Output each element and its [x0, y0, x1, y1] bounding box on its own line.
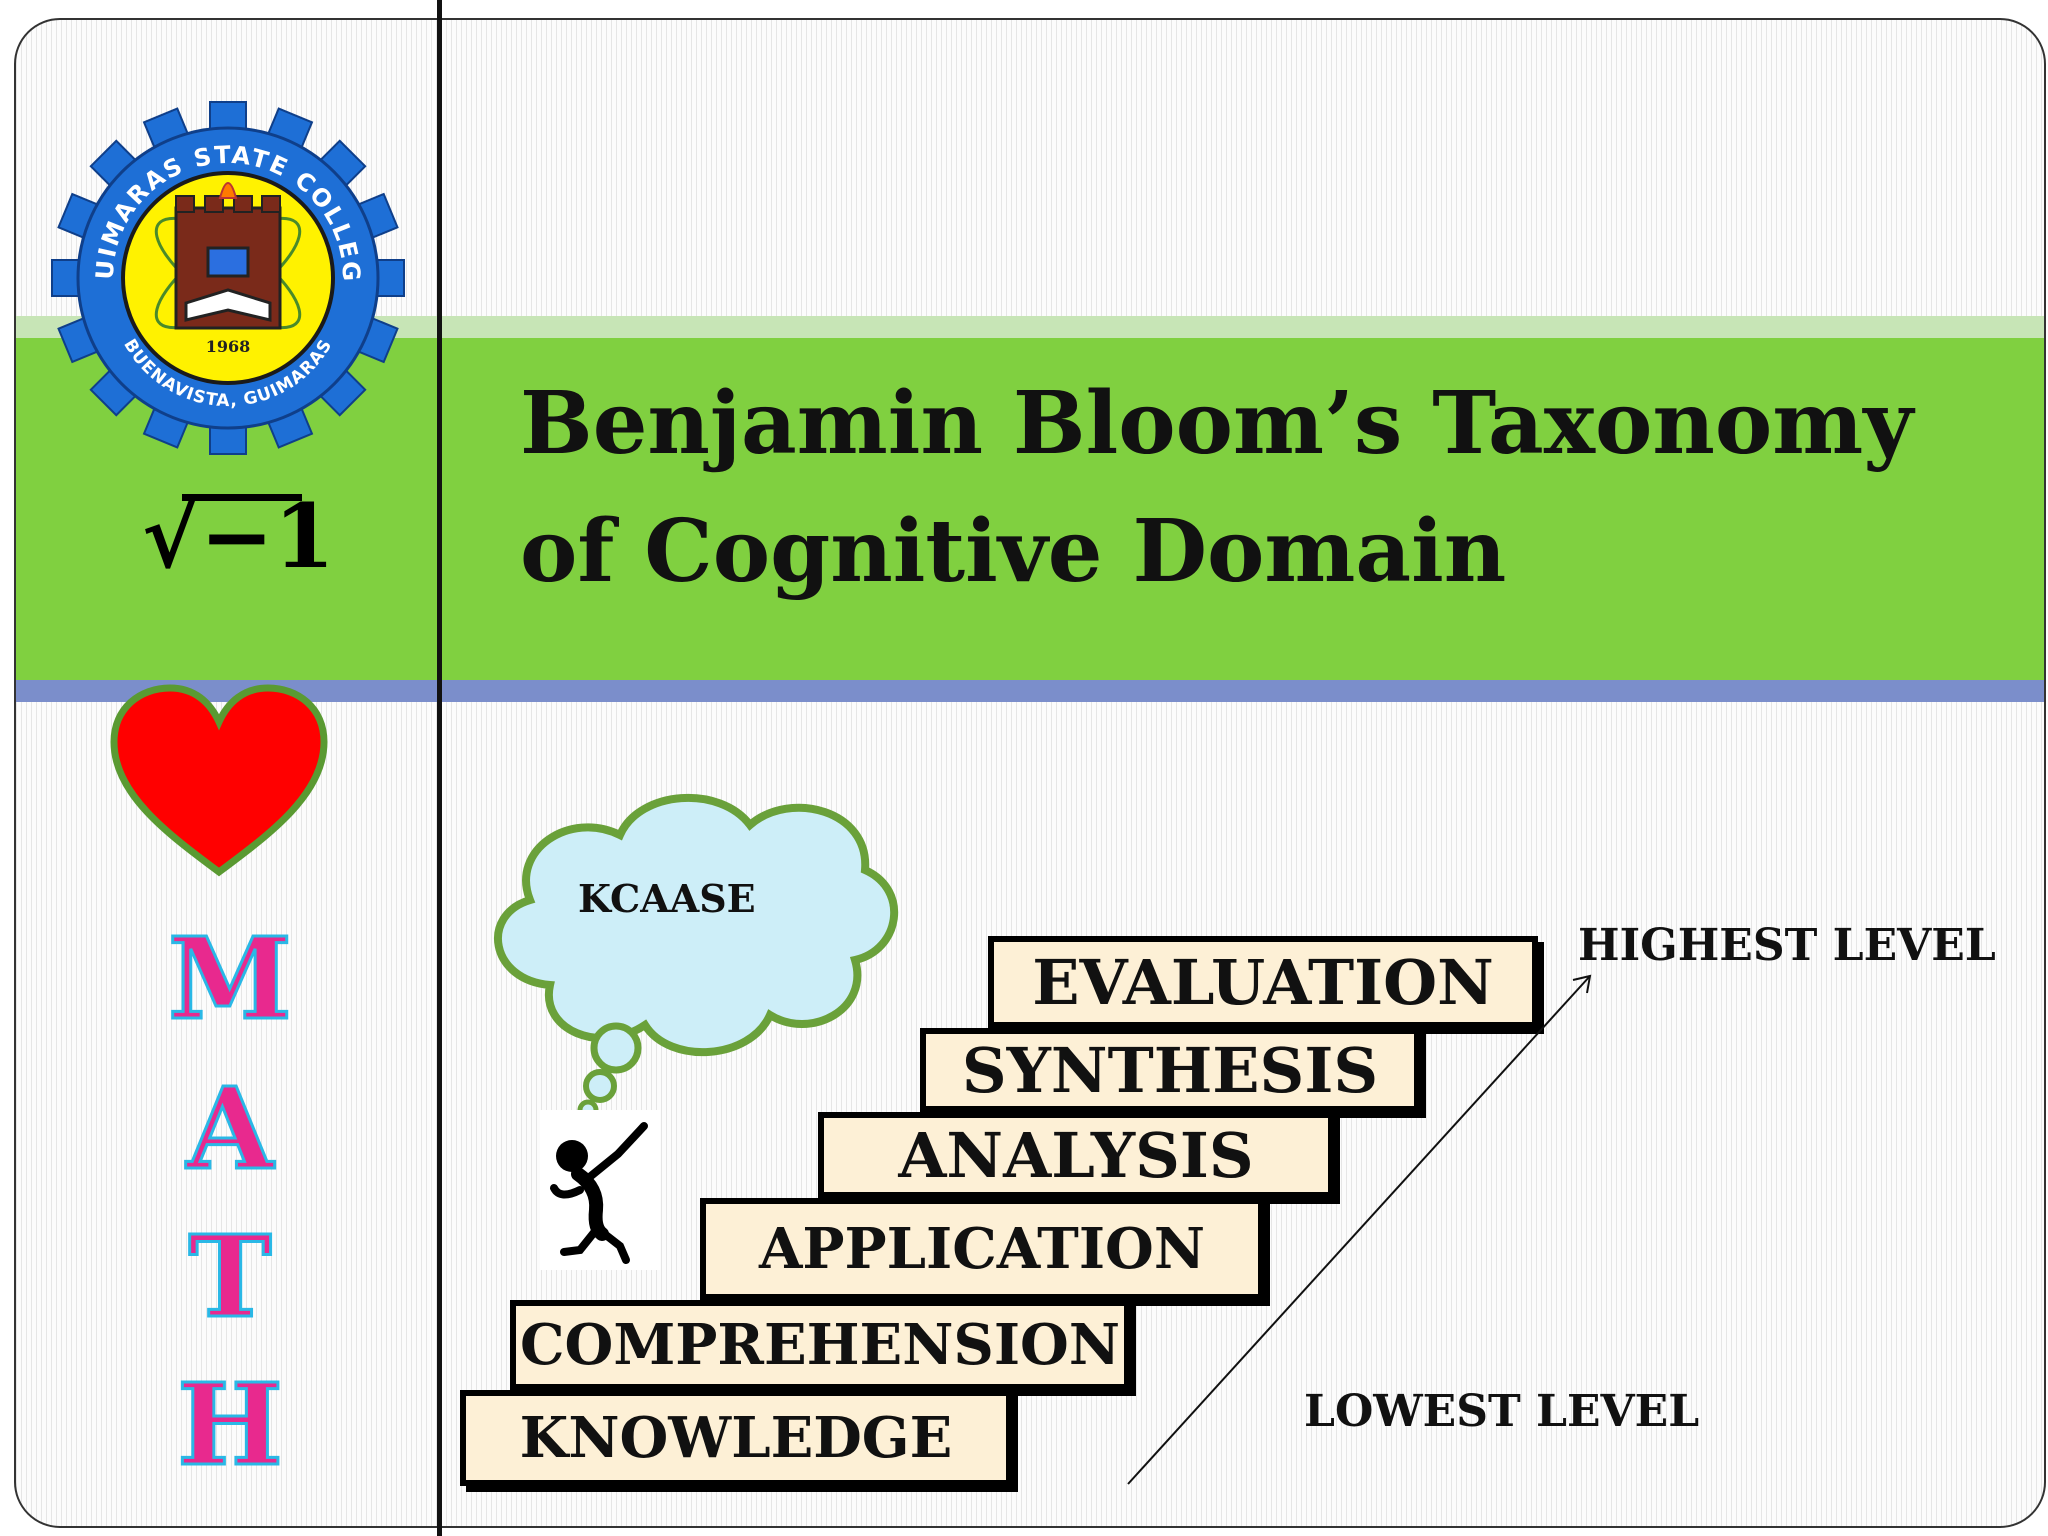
lowest-level-label: LOWEST LEVEL	[1304, 1386, 1700, 1437]
step-knowledge: KNOWLEDGE	[460, 1390, 1012, 1486]
blue-divider-band	[16, 680, 2044, 702]
heart-icon	[110, 684, 328, 877]
math-letter-t: T	[187, 1212, 273, 1343]
light-green-band	[16, 316, 2044, 338]
thought-cloud	[494, 793, 899, 1120]
step-comprehension: COMPREHENSION	[510, 1300, 1130, 1390]
seal-year: 1968	[206, 337, 251, 356]
sqrt-vinculum	[182, 494, 302, 501]
tower-icon	[174, 182, 282, 330]
sqrt-minus-one: √−1	[142, 486, 335, 586]
math-letter-h: H	[176, 1360, 285, 1491]
math-letter-a: A	[185, 1064, 275, 1195]
pointing-stick-figure-icon	[540, 1110, 660, 1270]
step-synthesis: SYNTHESIS	[920, 1028, 1420, 1112]
step-analysis: ANALYSIS	[818, 1112, 1334, 1198]
vertical-divider-line	[437, 0, 442, 1536]
math-letter-m: M	[167, 914, 294, 1045]
step-evaluation: EVALUATION	[988, 936, 1538, 1028]
slide-title: Benjamin Bloom’s Taxonomy of Cognitive D…	[520, 373, 1914, 602]
college-seal-logo: GUIMARAS STATE COLLEGE BUENAVISTA, GUIMA…	[48, 98, 405, 455]
step-application: APPLICATION	[700, 1198, 1264, 1300]
cloud-text: KCAASE	[578, 876, 756, 921]
highest-level-label: HIGHEST LEVEL	[1578, 920, 1996, 971]
sqrt-value: −1	[199, 484, 335, 588]
sqrt-symbol: √	[142, 484, 200, 588]
